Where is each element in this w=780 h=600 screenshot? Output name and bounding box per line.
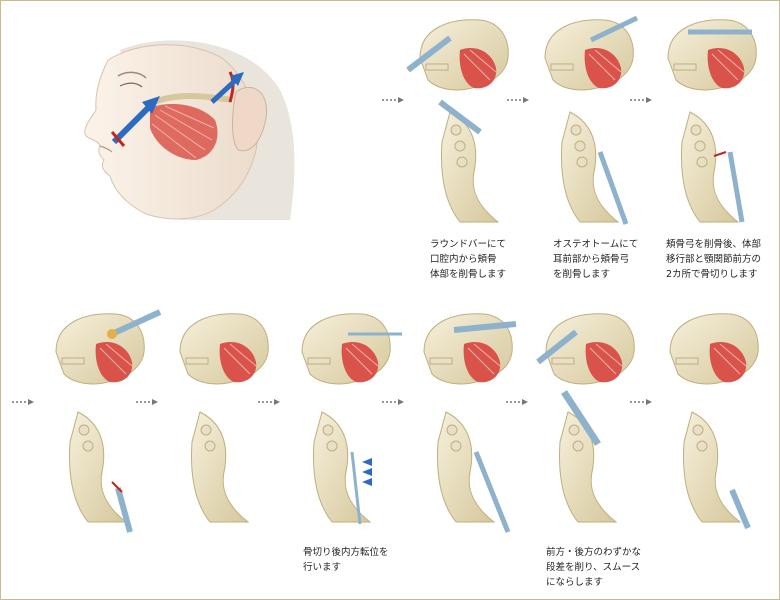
skull-axial-step2: [561, 111, 629, 225]
skull-side-step3: [667, 19, 757, 91]
skull-side-step8: [536, 313, 635, 385]
skull-side-step4: [55, 309, 162, 385]
skull-axial-step4: [69, 411, 133, 533]
skull-side-step6: [301, 313, 402, 385]
skull-axial-step7: [437, 411, 511, 533]
caption-step3: 頬骨弓を削骨後、体部 移行部と顎関節前方の 2カ所で骨切りします: [666, 239, 762, 280]
caption-step2: オステオトームにて 耳前部から頬骨弓 を削骨します: [553, 239, 639, 280]
tool-icon: [406, 35, 452, 73]
tool-icon: [589, 15, 639, 43]
tool-icon: [110, 309, 162, 337]
skull-axial-step3: [681, 111, 745, 223]
tool-icon: [597, 151, 629, 225]
tool-icon: [561, 390, 601, 446]
skull-axial-step1: [438, 99, 500, 223]
caption-step6: 骨切り後内方転位を 行います: [303, 547, 389, 573]
skull-side-step2: [544, 15, 639, 91]
inward-arrow-icon: [362, 468, 372, 476]
tool-icon: [729, 488, 751, 530]
inward-arrow-icon: [362, 478, 372, 486]
skull-axial-step9: [683, 411, 751, 530]
skull-side-step7: [423, 313, 517, 385]
tool-icon: [536, 329, 578, 365]
skull-axial-step6: [313, 411, 372, 525]
skull-axial-step8: [559, 390, 618, 523]
tool-icon: [453, 321, 517, 333]
caption-step8: 前方・後方のわずかな 段差を削り、スムース にならします: [546, 547, 642, 588]
face-profile-illustration: [84, 40, 295, 220]
tool-icon: [438, 99, 482, 135]
skull-side-step5: [179, 313, 269, 385]
guide-arrow-icon: [210, 71, 244, 104]
skull-side-step1: [406, 19, 509, 91]
skull-side-step9: [669, 313, 759, 385]
tool-icon: [727, 151, 745, 223]
skull-axial-step5: [191, 411, 250, 523]
guide-arrow-icon: [110, 96, 160, 147]
tool-icon: [473, 451, 511, 533]
tool-icon: [350, 451, 362, 525]
inward-arrow-icon: [362, 458, 372, 466]
tool-icon: [115, 487, 133, 533]
caption-step1: ラウンドバーにて 口腔内から頬骨 体部を削骨します: [430, 239, 507, 280]
